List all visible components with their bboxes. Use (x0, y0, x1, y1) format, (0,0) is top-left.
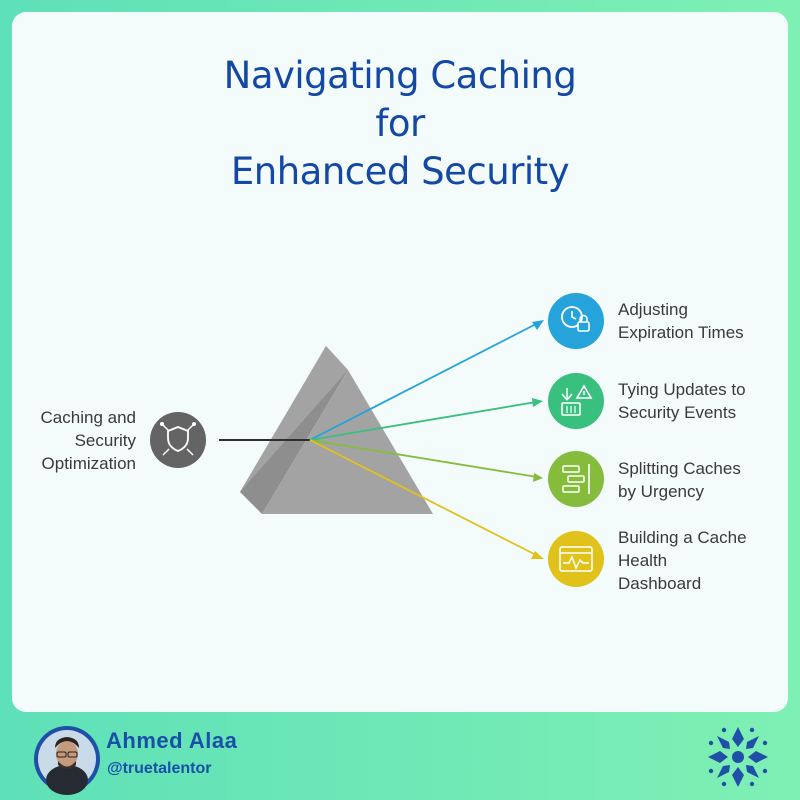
beam-expiration (309, 320, 544, 441)
label-security-events-line-1: Tying Updates to (618, 380, 746, 399)
label-expiration: Adjusting Expiration Times (618, 298, 788, 344)
content-card (12, 12, 788, 712)
label-expiration-line-1: Adjusting (618, 300, 688, 319)
split-list-icon (548, 451, 604, 507)
title-line-1: Navigating Caching (223, 54, 577, 97)
author-name: Ahmed Alaa (106, 728, 238, 753)
beam-urgency (309, 439, 543, 482)
label-security-events-line-2: Security Events (618, 403, 737, 422)
label-dashboard: Building a Cache Health Dashboard (618, 526, 788, 595)
beam-dashboard (309, 439, 544, 559)
author-handle[interactable]: @truetalentor (107, 760, 212, 777)
label-urgency: Splitting Caches by Urgency (618, 457, 788, 503)
label-expiration-line-2: Expiration Times (618, 323, 744, 342)
title-line-3: Enhanced Security (230, 150, 570, 193)
clock-lock-icon (548, 293, 604, 349)
source-label-line-1: Caching and (40, 408, 136, 427)
label-dashboard-line-1: Building a Cache (618, 528, 747, 547)
dashboard-pulse-icon (548, 531, 604, 587)
avatar (34, 726, 100, 795)
label-urgency-line-2: by Urgency (618, 482, 704, 501)
source-label-line-3: Optimization (41, 454, 136, 473)
label-security-events: Tying Updates to Security Events (618, 378, 788, 424)
label-urgency-line-1: Splitting Caches (618, 459, 741, 478)
source-label-line-2: Security (74, 431, 136, 450)
page-title: Navigating Caching for Enhanced Security (0, 52, 800, 196)
label-dashboard-line-2: Health (618, 551, 668, 570)
shield-arrows-icon (150, 412, 206, 468)
snowflake-logo (708, 727, 768, 787)
source-label: Caching and Security Optimization (14, 406, 136, 475)
beam-security-events (309, 398, 543, 441)
prism-shape (240, 346, 433, 514)
title-line-2: for (375, 102, 425, 145)
label-dashboard-line-3: Dashboard (618, 574, 702, 593)
alert-update-icon (548, 373, 604, 429)
